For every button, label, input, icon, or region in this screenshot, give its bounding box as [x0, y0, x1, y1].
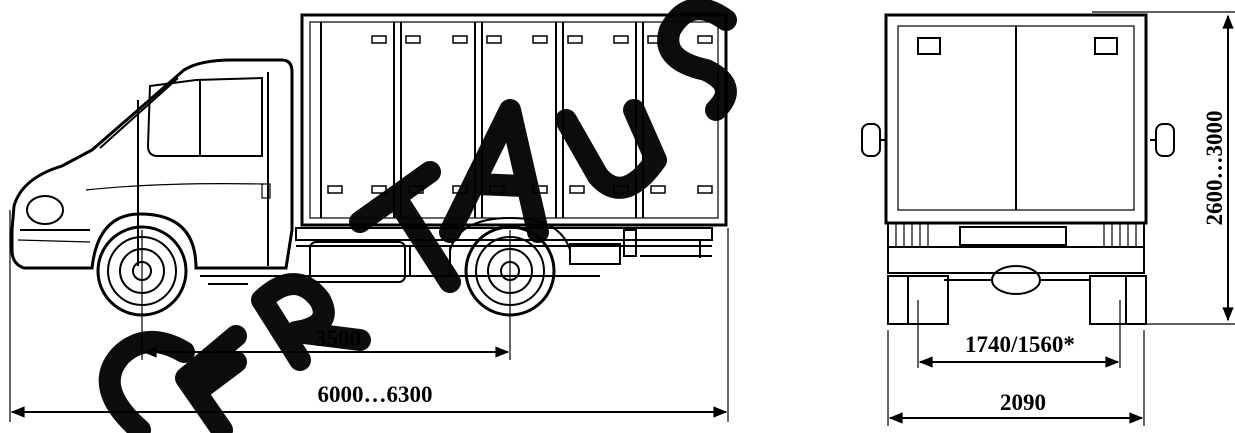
rear-dimension-lines	[887, 11, 1235, 426]
front-track-label: 1740/1560*	[965, 332, 1075, 357]
mirror-right	[1150, 123, 1175, 157]
overall-length-label: 6000…6300	[318, 382, 433, 407]
mirror-left	[861, 123, 886, 157]
watermark	[98, 0, 737, 433]
height-label: 2600…3000	[1202, 111, 1227, 226]
rear-view: 1740/1560* 2090 2600…3000	[861, 11, 1235, 426]
overall-width-label: 2090	[1000, 390, 1046, 415]
cab-side	[10, 58, 294, 270]
cargo-box-rear	[884, 13, 1148, 225]
chassis-rear	[887, 222, 1147, 325]
